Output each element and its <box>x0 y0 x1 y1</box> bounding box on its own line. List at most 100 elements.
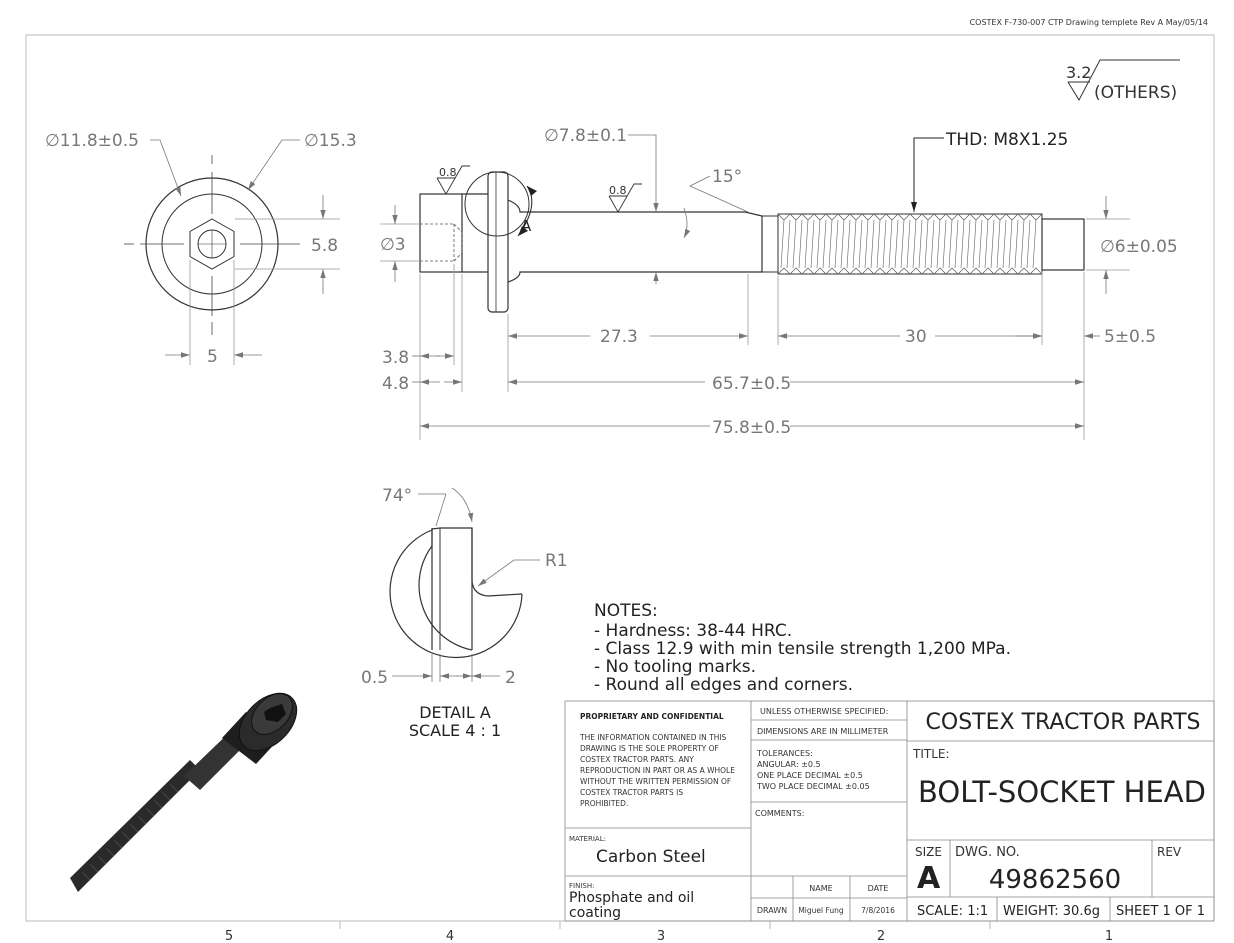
material-label: MATERIAL: <box>569 835 606 843</box>
rev-label: REV <box>1157 845 1182 859</box>
thread-crest-line <box>864 219 869 269</box>
company-name: COSTEX TRACTOR PARTS <box>926 710 1201 735</box>
finish-value-line2: coating <box>569 905 621 921</box>
sheet-value: SHEET 1 OF 1 <box>1116 904 1205 919</box>
proprietary-line: WITHOUT THE WRITTEN PERMISSION OF <box>580 777 731 786</box>
thread-crest-line <box>822 219 827 269</box>
tolerance-angular: ANGULAR: ±0.5 <box>757 760 821 769</box>
note-item: - Round all edges and corners. <box>594 675 853 695</box>
drawing-title: BOLT-SOCKET HEAD <box>918 775 1206 809</box>
thread-crest-line <box>990 219 995 269</box>
thread-crest-line <box>834 219 839 269</box>
dim-detail-radius: R1 <box>545 551 568 571</box>
thread-crest-line <box>996 219 1001 269</box>
proprietary-heading: PROPRIETARY AND CONFIDENTIAL <box>580 712 724 721</box>
size-value: A <box>917 861 941 896</box>
thread-crest-line <box>792 219 797 269</box>
drawn-name: Miguel Fung <box>798 906 844 915</box>
template-note: COSTEX F-730-007 CTP Drawing templete Re… <box>970 18 1208 27</box>
dim-detail-left: 0.5 <box>361 668 388 688</box>
dim-head-depth-2: 4.8 <box>382 374 409 394</box>
thread-crest-line <box>816 219 821 269</box>
zone-label: 2 <box>877 929 885 943</box>
thread-crest-line <box>936 219 941 269</box>
thread-crest-line <box>918 219 923 269</box>
thread-lines <box>777 213 1043 275</box>
finish-shank-value: 0.8 <box>609 184 627 197</box>
thread-crest-line <box>942 219 947 269</box>
drawn-date: 7/8/2016 <box>861 906 895 915</box>
detail-a-view <box>389 487 540 682</box>
thread-crest-line <box>810 219 815 269</box>
zone-label: 5 <box>225 929 233 943</box>
detail-scale: SCALE 4 : 1 <box>409 721 501 740</box>
tolerance-one-place: ONE PLACE DECIMAL ±0.5 <box>757 771 863 780</box>
thread-crest-line <box>786 219 791 269</box>
title-block-grid <box>564 700 1215 922</box>
thread-callout: THD: M8X1.25 <box>945 130 1068 150</box>
dim-end-dia-inner: ∅11.8±0.5 <box>45 131 139 151</box>
weight-value: WEIGHT: 30.6g <box>1003 904 1100 919</box>
thread-crest-line <box>978 219 983 269</box>
comments-label: COMMENTS: <box>755 809 804 818</box>
dim-pin-dia: ∅6±0.05 <box>1100 237 1178 257</box>
thread-crest-line <box>858 219 863 269</box>
thread-crest-line <box>1002 219 1007 269</box>
thread-crest-line <box>798 219 803 269</box>
zone-label: 4 <box>446 929 454 943</box>
thread-crest-line <box>1014 219 1019 269</box>
thread-crest-line <box>960 219 965 269</box>
notes-heading: NOTES: <box>594 601 658 621</box>
thread-crest-line <box>948 219 953 269</box>
dim-thread-length: 30 <box>905 327 927 347</box>
thread-crest-line <box>972 219 977 269</box>
dim-end-hex-width: 5 <box>207 347 218 367</box>
proprietary-line: REPRODUCTION IN PART OR AS A WHOLE <box>580 766 735 775</box>
thread-crest-line <box>906 219 911 269</box>
surface-finish-value: 3.2 <box>1066 63 1091 82</box>
detail-title: DETAIL A <box>419 703 491 722</box>
surface-finish-label: (OTHERS) <box>1094 83 1177 103</box>
thread-crest-line <box>954 219 959 269</box>
thread-crest-line <box>846 219 851 269</box>
title-label: TITLE: <box>912 747 950 761</box>
dim-end-dia-outer: ∅15.3 <box>304 131 357 151</box>
dim-overall-length: 75.8±0.5 <box>712 418 791 438</box>
dim-shank-length: 27.3 <box>600 327 638 347</box>
dim-head-dia: ∅7.8±0.1 <box>544 126 627 146</box>
proprietary-line: PROHIBITED. <box>580 799 628 808</box>
thread-crest-line <box>780 219 785 269</box>
bolt-side-view <box>380 134 1130 440</box>
thread-crest-line <box>1032 219 1037 269</box>
thread-crest-line <box>876 219 881 269</box>
dim-detail-right: 2 <box>505 668 516 688</box>
dim-chamfer-angle: 15° <box>712 167 742 187</box>
dim-end-hex-height: 5.8 <box>311 236 338 256</box>
size-label: SIZE <box>915 845 942 859</box>
date-header: DATE <box>868 884 889 893</box>
tolerances-heading: TOLERANCES: <box>756 749 813 758</box>
dim-length-under-head: 65.7±0.5 <box>712 374 791 394</box>
thread-crest-line <box>894 219 899 269</box>
zone-label: 3 <box>657 929 665 943</box>
thread-crest-line <box>804 219 809 269</box>
thread-crest-line <box>900 219 905 269</box>
dimensions-unit: DIMENSIONS ARE IN MILLIMETER <box>757 727 889 736</box>
thread-crest-line <box>1026 219 1031 269</box>
zone-ticks <box>339 921 991 929</box>
proprietary-line: COSTEX TRACTOR PARTS. ANY <box>580 755 694 764</box>
dim-pin-length: 5±0.5 <box>1104 327 1156 347</box>
thread-crest-line <box>1008 219 1013 269</box>
dim-detail-angle: 74° <box>382 486 412 506</box>
scale-value: SCALE: 1:1 <box>917 904 988 919</box>
dwg-no-label: DWG. NO. <box>955 845 1020 860</box>
thread-crest-line <box>984 219 989 269</box>
thread-crest-line <box>1020 219 1025 269</box>
thread-crest-line <box>912 219 917 269</box>
note-item: - Class 12.9 with min tensile strength 1… <box>594 639 1011 659</box>
finish-head-value: 0.8 <box>439 166 457 179</box>
bolt-isometric-image <box>70 692 298 892</box>
thread-crest-line <box>840 219 845 269</box>
thread-crest-line <box>924 219 929 269</box>
dwg-no-value: 49862560 <box>989 865 1121 895</box>
